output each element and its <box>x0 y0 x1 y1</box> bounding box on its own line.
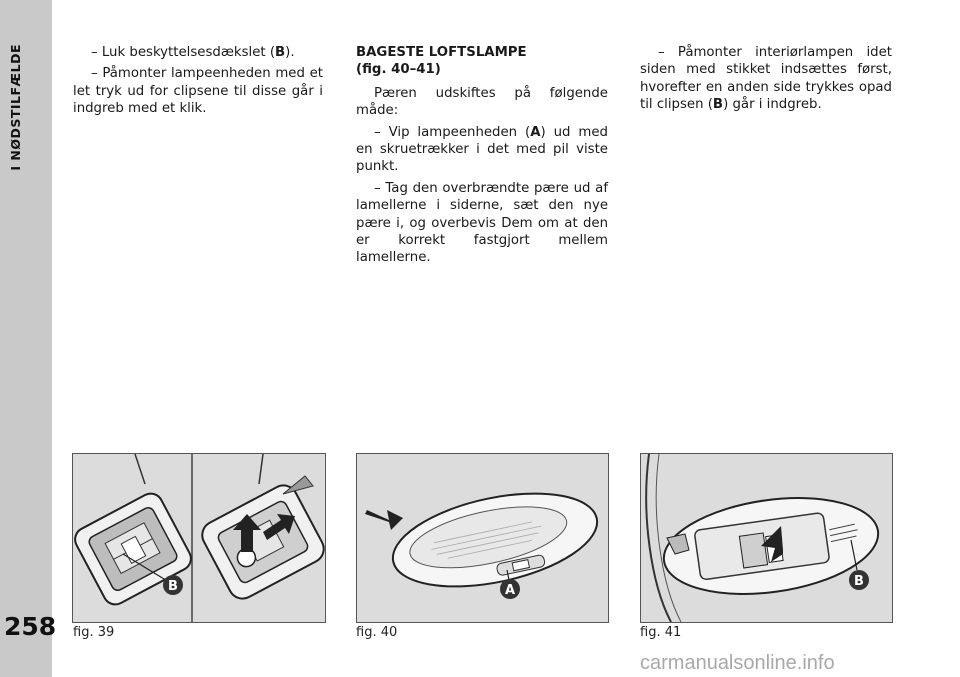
text-column-2: BAGESTE LOFTSLAMPE (fig. 40–41) Pæren ud… <box>356 44 608 271</box>
sidebar-strip: I NØDSTILFÆLDE 258 <box>0 0 57 677</box>
paragraph: Pæren udskiftes på følgende måde: <box>356 85 608 119</box>
figure-39: B <box>72 453 326 623</box>
figure-41: B <box>640 453 893 623</box>
heading-title: BAGESTE LOFTSLAMPE <box>356 45 527 60</box>
lamp-installation-illustration: B <box>645 454 880 622</box>
marker-label: B <box>854 574 864 589</box>
figure-caption: fig. 39 <box>73 625 115 640</box>
paragraph-text: – Vip lampeenheden ( <box>374 124 531 140</box>
marker-label: B <box>168 579 178 594</box>
paragraph-text: – Luk beskyttelsesdækslet ( <box>91 45 276 60</box>
paragraph-text: ) går i indgreb. <box>723 97 822 113</box>
section-heading: BAGESTE LOFTSLAMPE (fig. 40–41) <box>356 44 608 79</box>
lamp-cover-illustration: B <box>74 454 325 622</box>
marker-label: A <box>505 583 515 598</box>
watermark: carmanualsonline.info <box>640 652 835 674</box>
paragraph: – Luk beskyttelsesdækslet (B). <box>73 44 323 61</box>
page-number: 258 <box>4 612 57 641</box>
paragraph: – Påmonter lampeenheden med et let tryk … <box>73 66 323 117</box>
section-label: I NØDSTILFÆLDE <box>8 44 23 171</box>
text-column-3: – Påmonter interiørlampen idet siden med… <box>640 44 892 118</box>
paragraph: – Tag den overbrændte pære ud af lamelle… <box>356 180 608 266</box>
reference-letter: B <box>712 97 724 113</box>
reference-letter: A <box>530 124 541 140</box>
paragraph-text: – Påmonter interiørlampen idet siden med… <box>640 45 892 113</box>
paragraph: – Vip lampeenheden (A) ud med en skruetr… <box>356 124 608 176</box>
text-column-1: – Luk beskyttelsesdækslet (B). – Påmonte… <box>73 44 323 122</box>
figure-40: A <box>356 453 609 623</box>
paragraph-text: ). <box>285 45 295 60</box>
heading-figure-ref: (fig. 40–41) <box>356 62 441 78</box>
paragraph: – Påmonter interiørlampen idet siden med… <box>640 44 892 114</box>
figure-caption: fig. 41 <box>640 625 682 640</box>
reference-letter: B <box>275 45 286 60</box>
paragraph-text: ) ud med en skruetrækker i det med pil v… <box>356 124 608 175</box>
figure-caption: fig. 40 <box>356 625 398 640</box>
ceiling-lamp-illustration: A <box>365 492 599 599</box>
